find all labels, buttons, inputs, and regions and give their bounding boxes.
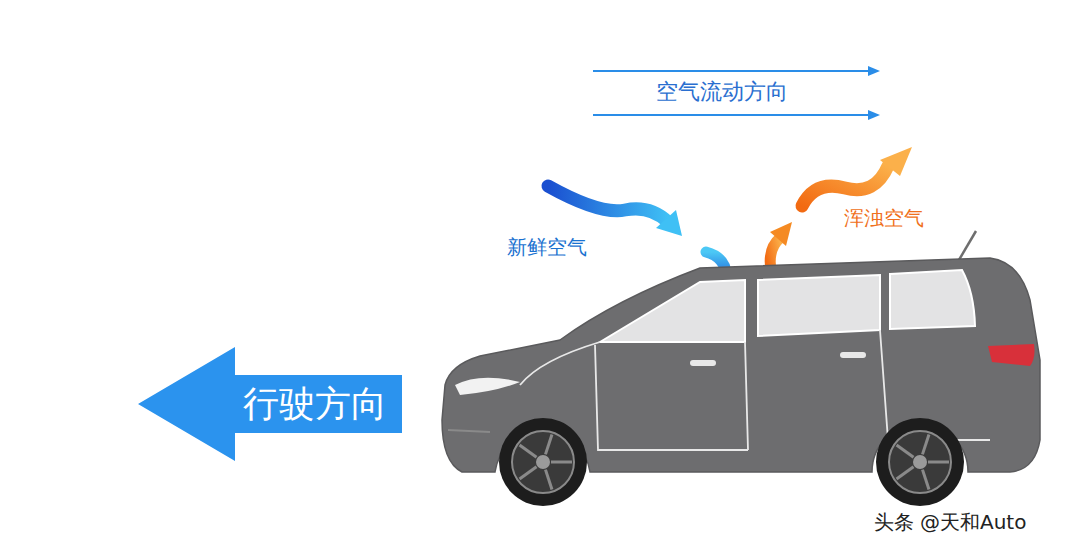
arrow-label: 行驶方向: [243, 380, 387, 429]
watermark: 头条 @天和Auto: [870, 507, 1031, 538]
wheel-spoke: [520, 445, 537, 457]
wheel-spoke: [922, 470, 928, 490]
direction-arrow: 行驶方向: [138, 347, 402, 461]
airflow-arrows: [593, 66, 880, 120]
arrow-fill: [138, 347, 402, 461]
airflow-label: 空气流动方向: [656, 77, 788, 107]
car-wheels: [499, 418, 964, 506]
wheel-spoke: [520, 467, 537, 479]
wheel-spoke: [897, 467, 914, 479]
foul-air-label: 浑浊空气: [844, 205, 924, 232]
wheel-spoke: [922, 434, 928, 454]
wheel-spoke: [928, 461, 949, 464]
wheel-spoke: [545, 470, 551, 490]
fresh-air-label: 新鲜空气: [507, 234, 587, 261]
wheel-spoke: [551, 461, 572, 464]
wheel-spoke: [897, 445, 914, 457]
wheel-spoke: [545, 434, 551, 454]
